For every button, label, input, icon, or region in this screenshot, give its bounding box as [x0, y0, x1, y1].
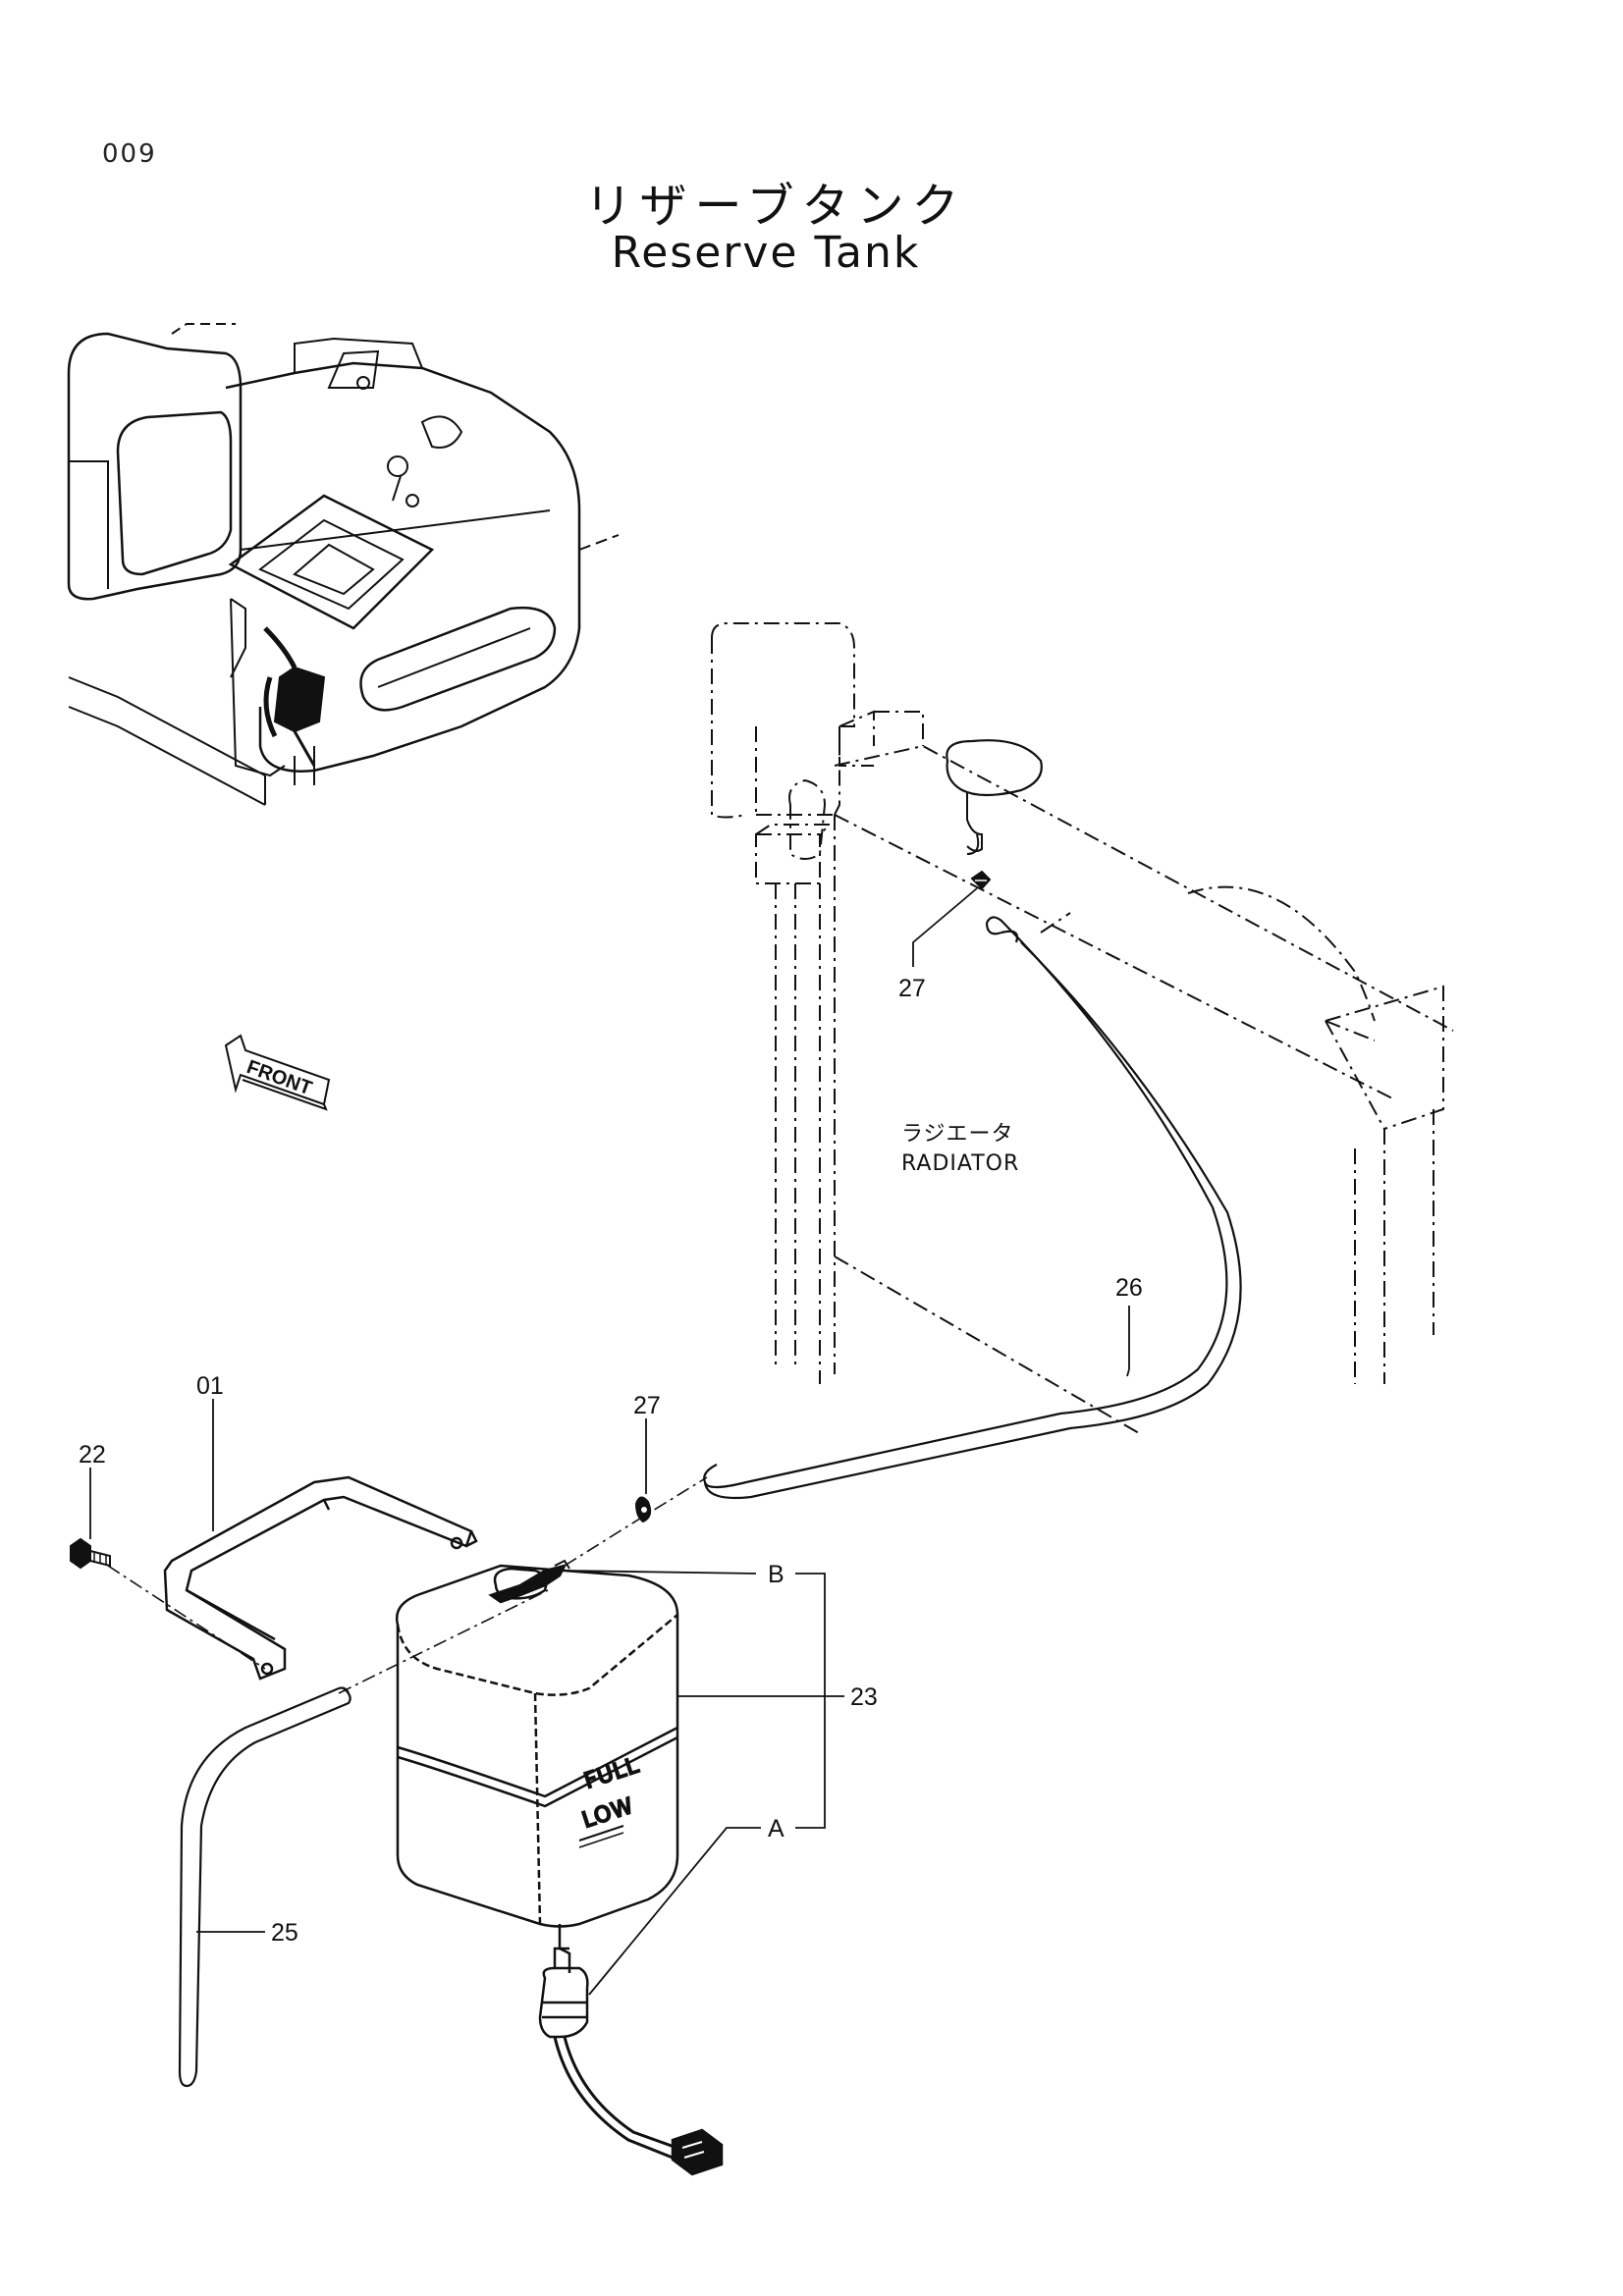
- hose-main: [703, 916, 1242, 1500]
- radiator-filler-cap: [946, 739, 1043, 855]
- callout-bracket: 01: [196, 1372, 224, 1400]
- tank-low-mark: LOW: [579, 1793, 637, 1833]
- clamp-lower: [634, 1496, 652, 1523]
- page-title-japanese: リザーブタンク: [584, 179, 967, 234]
- reserve-tank: [395, 1559, 724, 2176]
- callout-clamp-upper: 27: [898, 975, 926, 1002]
- tank-full-mark: FULL: [581, 1753, 642, 1793]
- connection-lines: [107, 1476, 708, 1694]
- clamp-upper: [970, 870, 992, 890]
- machine-overview-illustration: [67, 323, 620, 806]
- callout-clamp-lower: 27: [633, 1392, 661, 1419]
- callout-hose-main: 26: [1115, 1274, 1143, 1302]
- hose-drain: [178, 1686, 352, 2088]
- callout-hose-drain: 25: [271, 1919, 298, 1947]
- leader-lines: [89, 887, 1130, 1996]
- bracket: [163, 1475, 478, 1681]
- bolt: [70, 1537, 111, 1570]
- radiator-illustration: [711, 622, 1454, 1434]
- radiator-label-japanese: ラジエータ: [901, 1122, 1014, 1147]
- front-arrow-icon: [224, 1034, 331, 1111]
- radiator-label-english: RADIATOR: [901, 1151, 1019, 1176]
- callout-point-a: A: [768, 1815, 784, 1842]
- callout-bolt: 22: [79, 1441, 106, 1468]
- page-title-english: Reserve Tank: [611, 228, 921, 278]
- callout-tank: 23: [850, 1683, 878, 1711]
- page-number: 009: [102, 139, 157, 169]
- callout-point-b: B: [768, 1561, 784, 1588]
